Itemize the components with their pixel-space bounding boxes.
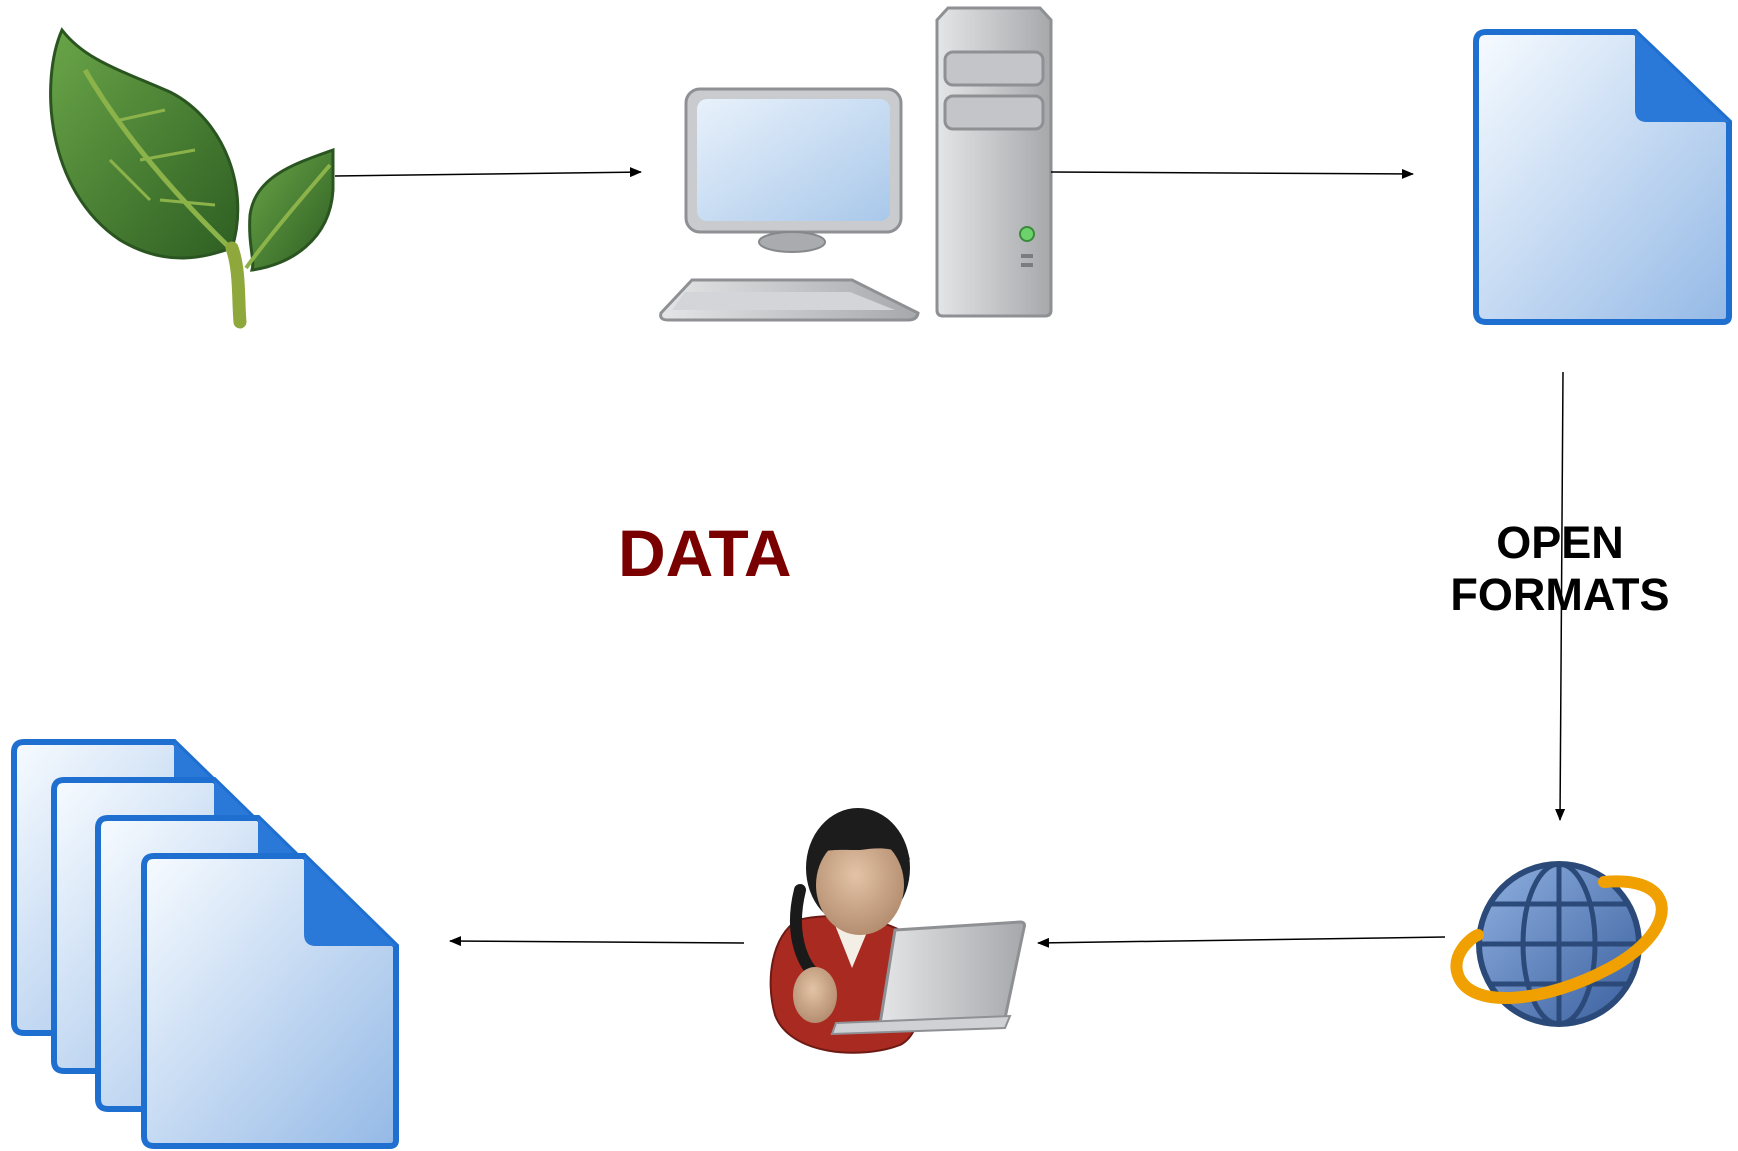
arrow-user-to-files [449,936,745,947]
arrow-computer-to-file [1050,168,1414,179]
arrow-web-to-user [1037,936,1446,948]
open-formats-label-line1: OPEN [1496,517,1624,568]
open-formats-label: OPEN FORMATS [1435,517,1685,621]
document-file-icon [1473,29,1732,325]
arrow-plant-to-computer [334,167,642,178]
plant-leaves-icon [49,27,335,329]
globe-web-icon [1450,861,1668,1027]
open-formats-label-line2: FORMATS [1450,569,1670,620]
person-with-laptop-icon [769,808,1026,1054]
desktop-computer-icon [659,6,1053,322]
multiple-documents-icon [11,739,399,1149]
arrow-file-to-web [1555,371,1566,821]
data-label: DATA [618,516,792,590]
